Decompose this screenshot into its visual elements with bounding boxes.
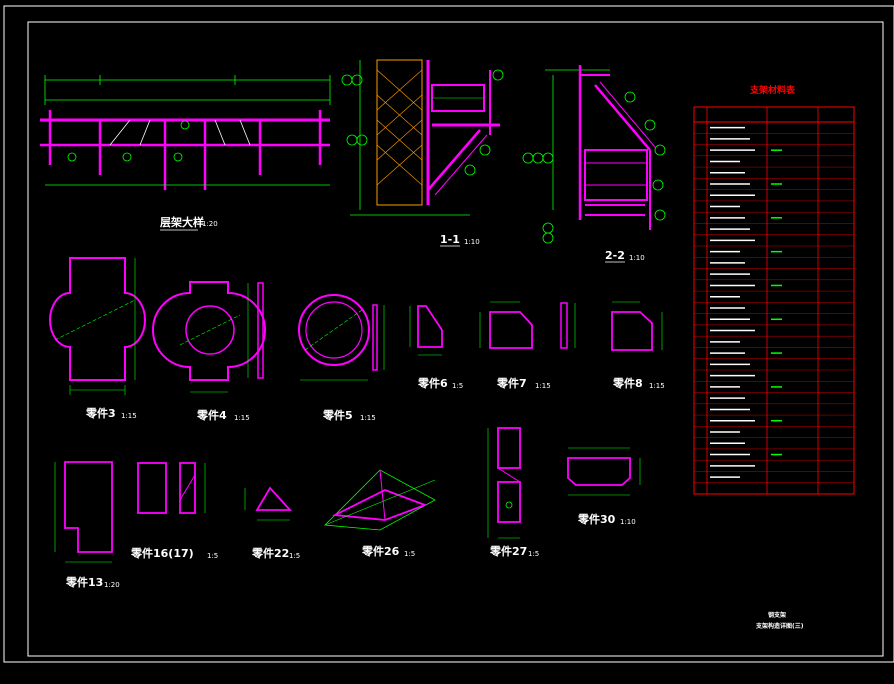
inner-frame: [27, 21, 884, 657]
part-26: [324, 469, 436, 531]
part-3: [49, 257, 146, 395]
part-5-scale: 1:15: [360, 414, 376, 422]
part-13-scale: 1:20: [104, 581, 120, 589]
main-title: 层架大样: [160, 216, 204, 229]
part-26-scale: 1:5: [404, 550, 416, 558]
part-22-label: 零件22: [252, 547, 290, 560]
main-elevation: [40, 75, 331, 190]
section-2-2-scale: 1:10: [629, 254, 645, 262]
part-8: [611, 301, 663, 351]
part-30-scale: 1:10: [620, 518, 636, 526]
section-1-1-scale: 1:10: [464, 238, 480, 246]
stamp-line-2: 支架构造详图(三): [756, 623, 804, 630]
section-1-1: [341, 59, 504, 216]
part-8-scale: 1:15: [649, 382, 665, 390]
part-22: [244, 486, 293, 521]
part-6-scale: 1:5: [452, 382, 464, 390]
part-6-label: 零件6: [418, 377, 448, 390]
part-7-scale: 1:15: [535, 382, 551, 390]
part-7-label: 零件7: [497, 377, 527, 390]
part-5-label: 零件5: [323, 409, 353, 422]
part-4-scale: 1:15: [234, 414, 250, 422]
section-2-2-title: 2-2: [605, 249, 625, 262]
part-4: [152, 281, 266, 393]
part-8-label: 零件8: [613, 377, 643, 390]
table-title: 支架材料表: [750, 86, 796, 96]
part-16-17-scale: 1:5: [207, 552, 219, 560]
part-16-17: [137, 462, 206, 514]
part-27-scale: 1:5: [528, 550, 540, 558]
outer-frame: [3, 5, 894, 663]
part-30-label: 零件30: [578, 513, 616, 526]
part-4-label: 零件4: [197, 409, 227, 422]
stamp-line-1: 钢支架: [768, 612, 787, 619]
material-table: [693, 106, 855, 495]
part-13-label: 零件13: [66, 576, 104, 589]
part-13: [54, 461, 113, 563]
section-1-1-title: 1-1: [440, 233, 460, 246]
part-22-scale: 1:5: [289, 552, 301, 560]
part-27-label: 零件27: [490, 545, 528, 558]
main-title-scale: 1:20: [202, 220, 218, 228]
part-7: [479, 301, 576, 349]
part-16-17-label: 零件16(17): [131, 547, 194, 560]
part-26-label: 零件26: [362, 545, 400, 558]
part-6: [409, 305, 443, 356]
section-2-2: [522, 65, 666, 244]
part-5: [298, 294, 385, 381]
table-rows: [694, 126, 854, 483]
part-30: [567, 447, 641, 496]
part-27: [487, 427, 521, 539]
part-3-label: 零件3: [86, 407, 116, 420]
part-3-scale: 1:15: [121, 412, 137, 420]
